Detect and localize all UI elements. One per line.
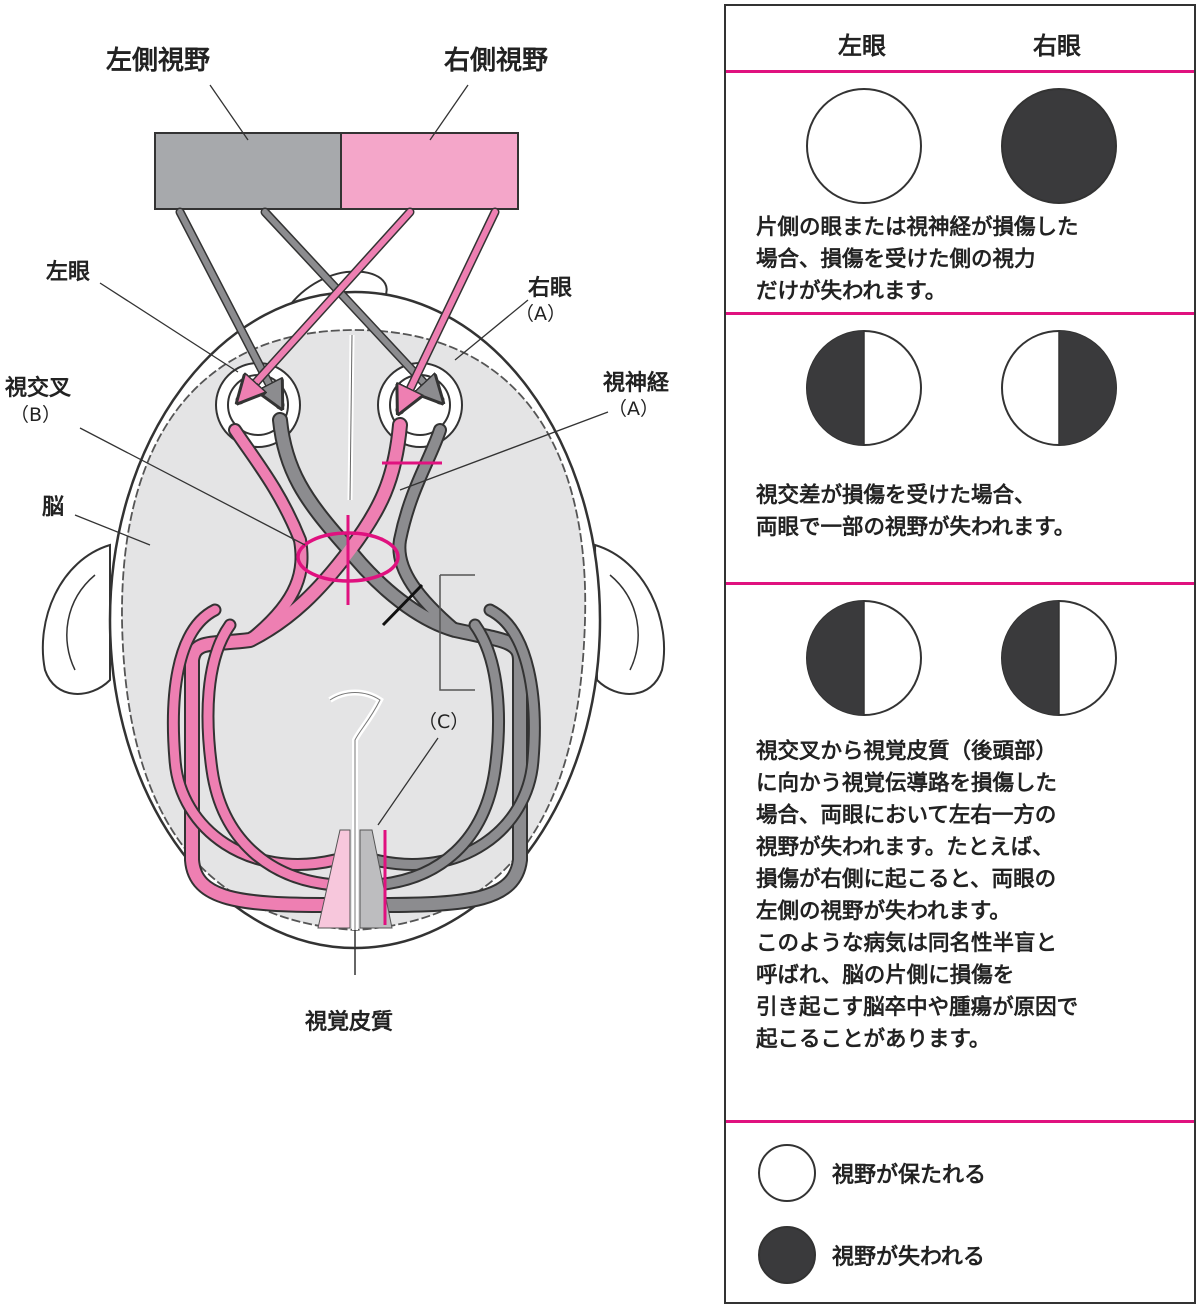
chiasm-label: 視交叉 (5, 376, 72, 401)
right-ear (593, 543, 666, 695)
chiasm-tag: （B） (10, 404, 62, 426)
right-visual-field (340, 132, 519, 210)
visual-pathway-diagram: 左側視野 右側視野 左眼 右眼 （A） 視交叉 （B） 視神経 （A） 脳 （C… (5, 46, 670, 1035)
optic-nerve-tag: （A） (608, 398, 659, 420)
visual-field-loss-panel: 左眼 右眼 片側の眼または視神経が損傷した 場合、損傷を受けた側の視力 だけが失… (724, 4, 1196, 1304)
optic-nerve-label: 視神経 (603, 371, 670, 396)
visual-cortex-label: 視覚皮質 (305, 1010, 394, 1035)
section3-left-eye-field (806, 600, 922, 716)
legend-preserved-label: 視野が保たれる (832, 1163, 987, 1188)
separator-1 (726, 70, 1194, 73)
brain-label: 脳 (42, 495, 65, 520)
separator-4 (726, 1120, 1194, 1123)
column-header-left-eye: 左眼 (838, 32, 886, 60)
tract-tag: （C） (418, 711, 470, 733)
section2-left-eye-field (806, 330, 922, 446)
section2-description: 視交差が損傷を受けた場合、 両眼で一部の視野が失われます。 (756, 483, 1076, 540)
legend-lost-label: 視野が失われる (832, 1245, 985, 1270)
left-visual-field (154, 132, 342, 210)
right-eye-label: 右眼 (528, 276, 573, 301)
section2-right-eye-field (1001, 330, 1117, 446)
right-visual-field-label: 右側視野 (444, 46, 549, 76)
legend-preserved: 視野が保たれる (756, 1142, 986, 1204)
section1-left-eye-field (806, 88, 922, 204)
separator-3 (726, 582, 1194, 585)
left-eye-label: 左眼 (46, 260, 91, 285)
left-ear (41, 543, 111, 695)
legend-preserved-swatch (758, 1144, 816, 1202)
separator-2 (726, 312, 1194, 315)
diagram-canvas (41, 84, 666, 975)
lesion-mark-tract (381, 583, 424, 627)
section3-right-eye-field (1001, 600, 1117, 716)
visual-cortex-left (317, 829, 351, 929)
section1-description: 片側の眼または視神経が損傷した 場合、損傷を受けた側の視力 だけが失われます。 (756, 215, 1079, 304)
column-header-right-eye: 右眼 (1033, 32, 1081, 60)
legend-lost-swatch (758, 1226, 816, 1284)
section1-right-eye-field (1001, 88, 1117, 204)
left-visual-field-label: 左側視野 (106, 46, 211, 76)
right-eye-tag: （A） (515, 303, 566, 325)
legend-lost: 視野が失われる (756, 1224, 985, 1286)
section3-description: 視交叉から視覚皮質（後頭部） に向かう視覚伝導路を損傷した 場合、両眼において左… (756, 739, 1079, 1052)
